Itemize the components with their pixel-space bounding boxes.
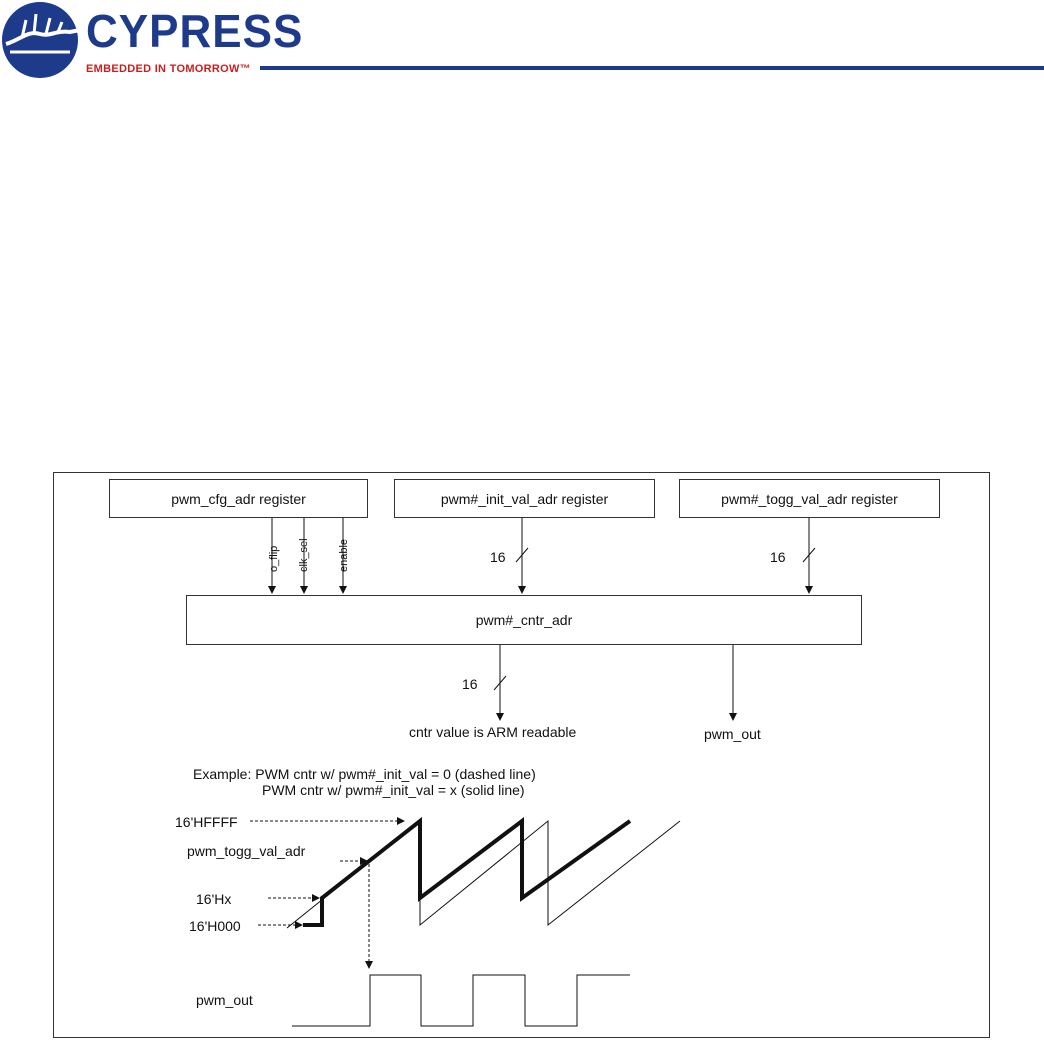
example-line-1: Example: PWM cntr w/ pwm#_init_val = 0 (…	[193, 766, 536, 782]
brand-tagline: EMBEDDED IN TOMORROW™	[86, 63, 251, 75]
readable-note: cntr value is ARM readable	[409, 724, 577, 740]
init-bus-slash	[515, 547, 529, 563]
pwm-out-waveform	[292, 974, 630, 1027]
o-flip-label: o_flip	[268, 545, 280, 572]
brand-name: CYPRESS	[86, 6, 304, 58]
counter-label: pwm#_cntr_adr	[475, 612, 573, 628]
clk-sel-label: clk_sel	[298, 538, 310, 572]
cntr-out-slash	[493, 675, 507, 691]
togg-register-label: pwm#_togg_val_adr register	[721, 490, 898, 507]
togg-register-box: pwm#_togg_val_adr register	[679, 479, 940, 518]
togg-bus-slash	[802, 547, 816, 563]
cypress-globe-icon	[2, 2, 81, 78]
cypress-logo	[0, 0, 270, 80]
diagram-frame	[53, 472, 990, 1038]
init-register-box: pwm#_init_val_adr register	[394, 479, 655, 518]
level-h000: 16'H000	[189, 918, 241, 934]
level-hx: 16'Hx	[196, 891, 232, 907]
counter-box: pwm#_cntr_adr	[186, 595, 862, 645]
cfg-register-box: pwm_cfg_adr register	[109, 479, 368, 518]
togg-bus-width: 16	[770, 549, 786, 565]
init-bus-width: 16	[490, 549, 506, 565]
pwm-out-label: pwm_out	[704, 726, 761, 742]
example-line-2: PWM cntr w/ pwm#_init_val = x (solid lin…	[262, 782, 525, 798]
sawtooth-init-x	[303, 816, 632, 927]
waveform-label: pwm_out	[196, 992, 253, 1008]
enable-label: enable	[338, 538, 350, 572]
cfg-register-label: pwm_cfg_adr register	[171, 490, 306, 507]
sawtooth-init-zero	[286, 819, 681, 929]
init-register-label: pwm#_init_val_adr register	[440, 490, 609, 507]
level-hffff: 16'HFFFF	[175, 814, 238, 830]
level-togg: pwm_togg_val_adr	[187, 843, 306, 859]
header-rule	[260, 66, 1044, 70]
out-bus-width: 16	[462, 676, 478, 692]
